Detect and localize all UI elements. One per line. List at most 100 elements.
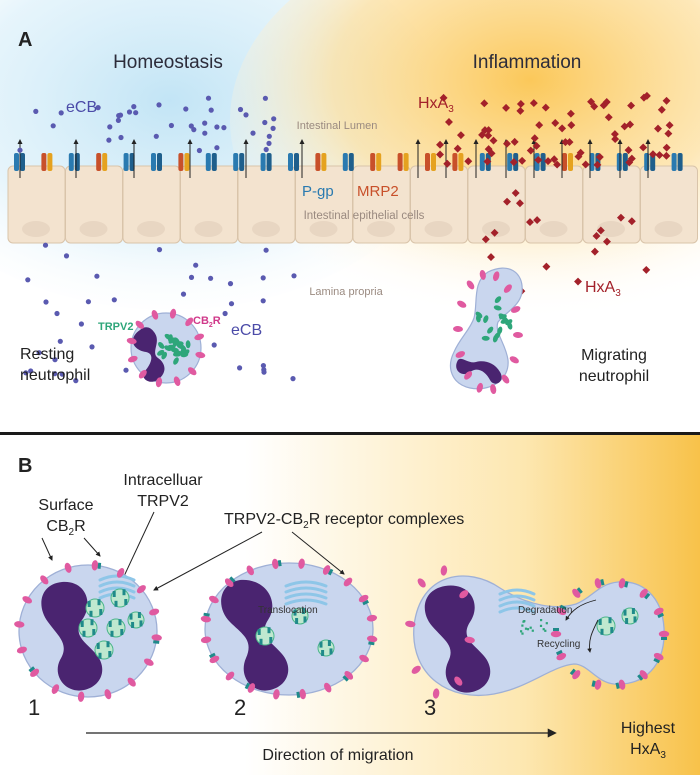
pgp-transporter-part: [233, 153, 239, 171]
ecb-label-top: eCB: [66, 99, 97, 116]
hxa3-diamond: [592, 231, 601, 240]
cb2r-receptor: [200, 615, 212, 623]
hxa3-diamond: [484, 145, 493, 154]
surface-label-line1: Surface: [38, 497, 93, 514]
cb2r-receptor: [432, 688, 440, 699]
trpv2-channel: [321, 650, 325, 656]
cb2r-receptor: [127, 355, 138, 363]
degraded-fragment: [520, 630, 523, 633]
golgi-cisterna: [284, 592, 328, 600]
mrp2-transporter-part: [458, 153, 464, 171]
cb2r-receptor: [653, 607, 664, 616]
neutrophil-stage-3: Degradation Recycling: [405, 565, 670, 699]
cb2r-receptor: [550, 630, 562, 638]
stage-2-number: 2: [234, 695, 246, 720]
trpv2-channel: [303, 616, 307, 623]
cb2r-label-a: CB2R: [193, 315, 221, 329]
degraded-fragment: [529, 626, 532, 629]
hxa3-diamond: [532, 141, 541, 150]
trpv2-cb2r-complex: [576, 587, 583, 594]
stage-2-nucleus: [221, 579, 289, 691]
trpv2-granule: [180, 348, 186, 357]
pgp-transporter-part: [677, 153, 683, 171]
migrating-nucleus: [456, 358, 502, 384]
arrow-surface-2: [83, 537, 101, 557]
degradation-dots: [520, 619, 548, 635]
ecb-dot: [85, 299, 91, 305]
epithelial-nucleus: [252, 221, 280, 237]
intracellular-label-line2: TRPV2: [137, 493, 189, 510]
ecb-dot: [36, 350, 42, 356]
cb2r-receptor: [169, 308, 177, 319]
hxa3-diamond: [484, 131, 493, 140]
panel-b-letter: B: [18, 455, 32, 477]
panel-a: A Homeostasis Inflammation Intestinal Lu…: [0, 0, 700, 395]
trpv2-cb2r-complex: [644, 592, 651, 600]
arrow-complex-1: [153, 531, 263, 591]
hxa3-diamond: [464, 157, 473, 166]
cb2r-receptor: [299, 688, 306, 700]
trpv2-granule: [173, 351, 181, 357]
ecb-dot: [168, 122, 174, 129]
ecb-dot: [131, 104, 137, 110]
cb2r-receptor: [51, 684, 60, 694]
mrp2-transporter-part: [568, 153, 573, 171]
ecb-dot: [208, 275, 214, 281]
recycling-arrow: [587, 619, 599, 653]
ecb-dot: [262, 95, 268, 101]
inflammation-title: Inflammation: [473, 52, 582, 73]
cb2r-receptor: [155, 377, 163, 388]
mrp2-transporter-part: [315, 153, 321, 171]
hxa3-diamond: [490, 228, 499, 237]
cb2r-receptor: [135, 320, 145, 329]
hxa3-diamond: [511, 189, 520, 197]
pgp-transporter-part: [650, 153, 656, 171]
golgi-cisterna: [284, 598, 328, 606]
ecb-dot: [106, 137, 112, 143]
stage-1-surface-receptors: [14, 560, 162, 702]
golgi-cisterna: [98, 580, 136, 588]
pgp-transporter-part: [20, 153, 25, 171]
trpv2-granule: [487, 326, 494, 334]
direction-label: Direction of migration: [262, 747, 413, 764]
trpv2-channel: [106, 641, 110, 648]
trpv2-channel: [267, 627, 271, 634]
migrating-label-line1: Migrating: [581, 347, 647, 364]
stage-1-trpv2-vesicles: [78, 588, 145, 660]
ecb-dot: [50, 123, 56, 129]
ecb-dot: [133, 110, 139, 116]
trpv2-granule: [167, 344, 176, 350]
cb2r-receptor: [513, 331, 523, 339]
stage-3-surface-receptors: [405, 565, 670, 699]
hxa3-diamond: [593, 160, 602, 169]
mrp2-transporter-part: [397, 153, 403, 171]
trpv2-channel: [89, 610, 93, 617]
mrp2-transporter-part: [41, 153, 47, 171]
trpv2-cb2r-complex: [368, 641, 375, 646]
cb2r-receptor: [459, 590, 469, 599]
hxa3-diamond: [544, 157, 553, 166]
hxa3-diamond: [655, 151, 664, 159]
transporter-row: [14, 139, 683, 178]
resting-nucleus: [132, 327, 165, 382]
migrating-trpv2-granules: [475, 296, 513, 343]
cb2r-receptor: [455, 351, 466, 358]
pgp-transporter-part: [157, 153, 162, 171]
cb2r-receptor: [247, 683, 256, 693]
cb2r-receptor: [77, 691, 85, 702]
ecb-dot: [42, 242, 49, 248]
hxa3-label-top: HxA3: [418, 95, 454, 115]
trpv2-cb2r-complex: [229, 576, 236, 583]
trpv2-granule: [173, 337, 180, 345]
ecb-dot: [260, 275, 266, 281]
trpv2-granule: [173, 357, 179, 365]
degradation-label: Degradation: [518, 605, 572, 616]
ecb-dot: [196, 147, 202, 154]
ecb-dot: [243, 112, 249, 118]
ecb-dot: [89, 344, 95, 350]
hxa3-diamond: [515, 199, 524, 208]
pgp-transporter-part: [540, 153, 546, 171]
epithelial-nucleus: [367, 221, 395, 237]
ecb-dot: [17, 147, 23, 153]
